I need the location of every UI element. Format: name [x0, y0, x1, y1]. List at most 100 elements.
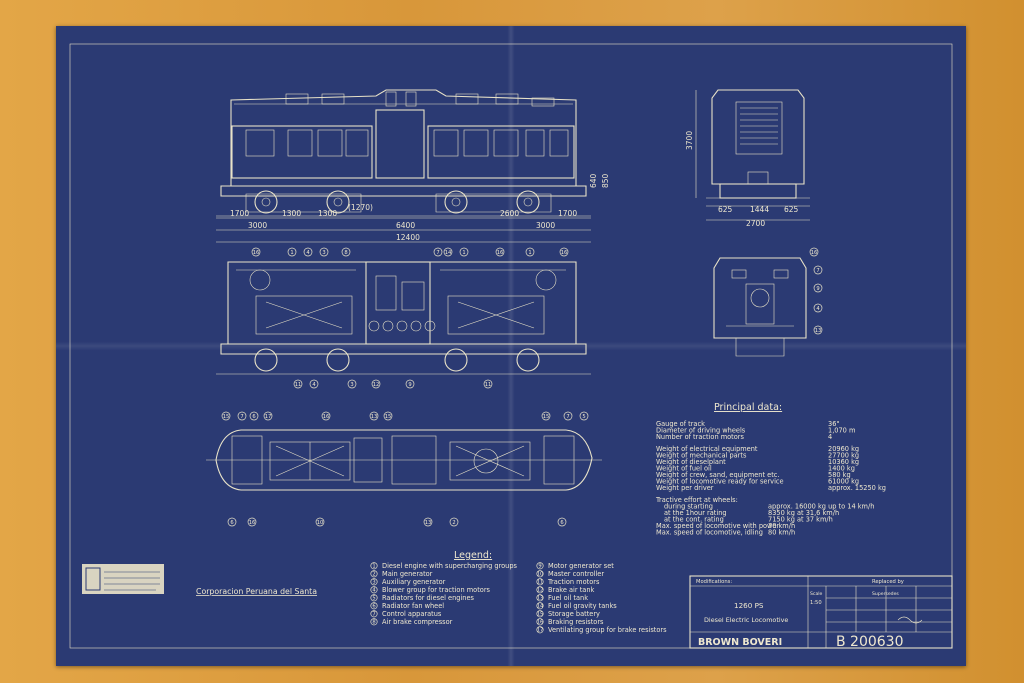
- dim-end-w-2: 625: [784, 205, 799, 214]
- principal-data-label: Number of traction motors: [656, 433, 745, 441]
- legend-number-circle: [370, 586, 378, 594]
- callout-number: 4: [312, 382, 316, 388]
- callout-number: 9: [816, 286, 819, 292]
- dim-bogie-1: 6400: [396, 221, 415, 230]
- callout-number: 13: [425, 520, 432, 526]
- principal-data-value: approx. 15250 kg: [828, 484, 886, 492]
- blueprint-sheet: 1700 1300 1300 (1270) 2600 1700 3000 640…: [56, 26, 966, 666]
- callout-number: 13: [815, 328, 822, 334]
- ownership-stamp: [82, 564, 164, 594]
- principal-data-label: Max. speed of locomotive, idling: [656, 529, 763, 537]
- principal-data-label: Weight per driver: [656, 484, 714, 492]
- legend-number: 2: [372, 572, 375, 578]
- legend-number: 5: [372, 596, 375, 602]
- callout-number: 4: [816, 306, 820, 312]
- legend-number: 4: [372, 588, 376, 594]
- callout-number: 1: [528, 250, 531, 256]
- callout-number: 7: [566, 414, 569, 420]
- callout-number: 6: [560, 520, 563, 526]
- principal-data-label: at the 1hour rating: [664, 509, 727, 517]
- dim-small-right-0: 640: [589, 173, 598, 188]
- side-elevation: [216, 89, 591, 217]
- callout-number: 11: [485, 382, 492, 388]
- principal-data-value: 1,070 m: [828, 427, 855, 435]
- callout-number: 5: [582, 414, 585, 420]
- callout-number: 16: [811, 250, 818, 256]
- legend-number-circle: [536, 578, 544, 586]
- blueprint-drawing: 1700 1300 1300 (1270) 2600 1700 3000 640…: [69, 43, 953, 650]
- legend-number-circle: [536, 618, 544, 626]
- modifications-label: Modifications:: [696, 579, 732, 585]
- principal-data-value: 36": [828, 420, 839, 428]
- callout-number: 13: [371, 414, 378, 420]
- dim-end-w-1: 1444: [750, 205, 769, 214]
- supersedes-label: Supersedes: [872, 591, 899, 597]
- callout-number: 8: [344, 250, 347, 256]
- legend-item: Storage battery: [548, 610, 600, 618]
- legend-item: Radiator fan wheel: [382, 602, 444, 610]
- signature-mark: [897, 616, 923, 624]
- replaced-by-label: Replaced by: [872, 579, 904, 585]
- dim-side-3: (1270): [348, 203, 373, 212]
- legend-number: 1: [372, 564, 375, 570]
- legend-number: 14: [537, 604, 544, 610]
- callout-number: 12: [373, 382, 380, 388]
- principal-data-value: approx. 16000 kg up to 14 km/h: [768, 503, 874, 511]
- dim-end-w-0: 625: [718, 205, 733, 214]
- principal-data-value: 4: [828, 433, 832, 441]
- callout-number: 6: [230, 520, 233, 526]
- callout-number: 3: [322, 250, 325, 256]
- sheet-border: [69, 43, 953, 649]
- legend-number: 10: [537, 572, 544, 578]
- legend-number: 3: [372, 580, 375, 586]
- principal-data-value: 580 kg: [828, 471, 851, 479]
- legend-number-circle: [370, 610, 378, 618]
- legend-number: 13: [537, 596, 544, 602]
- dim-end-overall: 2700: [746, 219, 765, 228]
- principal-data-label: during starting: [664, 503, 713, 511]
- legend-item: Diesel engine with supercharging groups: [382, 562, 518, 570]
- legend-number-circle: [370, 594, 378, 602]
- dim-side-2: 1300: [318, 209, 337, 218]
- principal-data-label: Weight of dieselplant: [656, 458, 726, 466]
- callout-number: 16: [497, 250, 504, 256]
- end-view-top: 3700 625 1444 625 2700: [685, 89, 810, 228]
- principal-data-label: Max. speed of locomotive with power: [656, 522, 780, 530]
- legend-number-circle: [536, 586, 544, 594]
- scale-value: 1:50: [810, 600, 822, 606]
- legend-number-circle: [536, 570, 544, 578]
- legend-item: Auxiliary generator: [382, 578, 446, 586]
- callout-number: 4: [306, 250, 310, 256]
- principal-data-label: Weight of fuel oil: [656, 465, 712, 473]
- principal-data-label: Weight of electrical equipment: [656, 445, 758, 453]
- legend-number: 16: [537, 620, 544, 626]
- callout-number: 7: [436, 250, 439, 256]
- callout-number: 15: [223, 414, 230, 420]
- legend-number-circle: [536, 626, 544, 634]
- callout-number: 15: [385, 414, 392, 420]
- power-rating: 1260 PS: [734, 601, 764, 610]
- dim-side-0: 1700: [230, 209, 249, 218]
- legend-item: Air brake compressor: [382, 618, 453, 626]
- legend-number: 7: [372, 612, 375, 618]
- principal-data-label: Weight of crew, sand, equipment etc.: [656, 471, 780, 479]
- callout-number: 7: [816, 268, 819, 274]
- callout-number: 3: [350, 382, 353, 388]
- legend-item: Traction motors: [547, 578, 600, 586]
- callout-number: 15: [543, 414, 550, 420]
- callout-number: 11: [295, 382, 302, 388]
- callout-number: 16: [249, 520, 256, 526]
- principal-data-value: 27700 kg: [828, 452, 859, 460]
- principal-data-value: 70 km/h: [768, 522, 795, 530]
- legend-rows: 1 Diesel engine with supercharging groups…: [370, 562, 667, 634]
- client-name: Corporacion Peruana del Santa: [196, 587, 317, 596]
- legend-number: 12: [537, 588, 544, 594]
- callout-number: 14: [445, 250, 452, 256]
- legend-number-circle: [370, 618, 378, 626]
- dim-bogie-2: 3000: [536, 221, 555, 230]
- legend-item: Brake air tank: [548, 586, 594, 594]
- legend-number: 9: [538, 564, 541, 570]
- callout-number: 1: [290, 250, 293, 256]
